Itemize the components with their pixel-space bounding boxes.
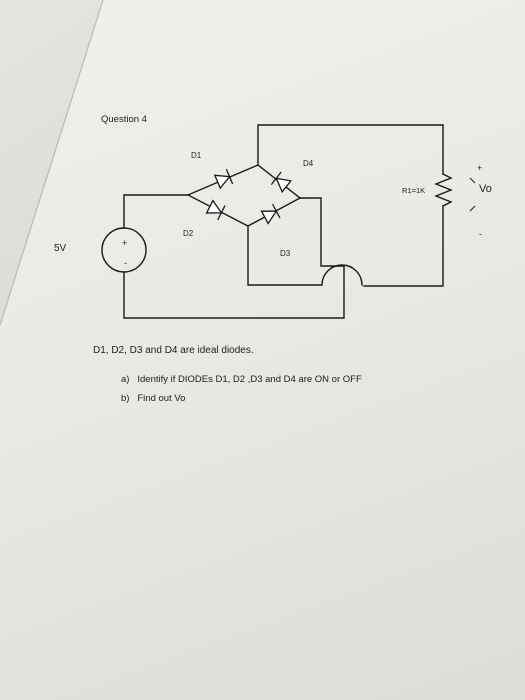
label-source-minus: - [124,258,127,268]
wire-left [123,194,189,229]
diode-d1 [213,169,234,190]
label-output-minus: - [479,229,482,239]
label-source-voltage: 5V [54,243,67,254]
list-item: a) Identify if DIODEs D1, D2 ,D3 and D4 … [121,374,362,385]
label-output-plus: + [477,163,483,173]
diode-d2 [205,199,226,221]
list-item-text: Find out Vo [137,393,186,404]
diode-d4 [270,171,293,194]
output-arrow-bottom [469,205,476,212]
voltage-source [101,227,147,273]
label-d4: D4 [303,159,314,168]
wire-bottom-hop [247,225,363,286]
wire-top [257,124,444,175]
label-d1: D1 [191,151,202,160]
wire-source-return [123,197,345,319]
output-arrow-top [469,177,476,184]
label-d2: D2 [183,229,194,238]
resistor-r1 [434,173,453,207]
label-output-voltage: Vo [479,183,492,195]
list-item-marker: a) [121,374,130,385]
list-item-text: Identify if DIODEs D1, D2 ,D3 and D4 are… [137,374,362,385]
label-resistor: R1=1K [402,186,426,195]
question-title: Question 4 [101,114,147,125]
problem-statement: D1, D2, D3 and D4 are ideal diodes. [93,345,254,356]
wire-bottom-right [363,205,444,287]
label-d3: D3 [280,249,291,258]
list-item: b) Find out Vo [121,393,185,404]
diode-d3 [260,203,281,225]
list-item-marker: b) [121,393,130,404]
label-source-plus: + [122,238,128,248]
